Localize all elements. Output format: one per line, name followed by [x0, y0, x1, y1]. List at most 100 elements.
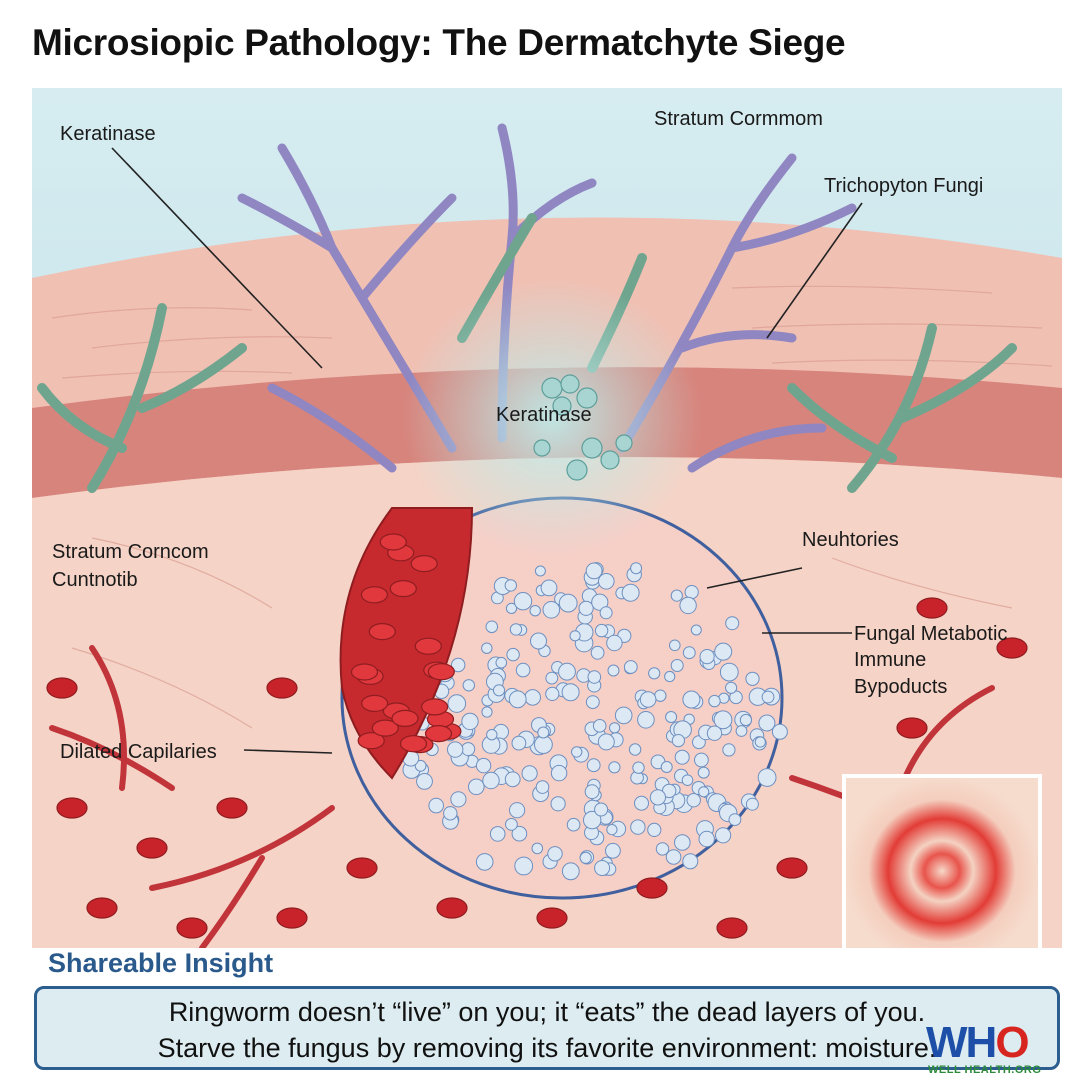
who-logo: WHO WELL HEALTH.ORG	[926, 1018, 1076, 1078]
immune-cell	[686, 793, 701, 808]
red-blood-cell	[346, 857, 378, 879]
immune-cell	[592, 719, 607, 733]
immune-cell	[682, 690, 701, 709]
logo-letter-o: O	[995, 1018, 1029, 1067]
immune-cell	[531, 842, 544, 855]
immune-cell	[719, 662, 739, 682]
immune-cell	[537, 726, 550, 739]
logo-letter-w: W	[926, 1018, 968, 1067]
immune-cell	[509, 802, 526, 819]
red-blood-cell	[136, 837, 168, 859]
immune-cell	[655, 842, 670, 856]
immune-cell	[621, 583, 640, 602]
immune-cell	[761, 690, 775, 704]
neutrophil-cluster	[402, 562, 788, 881]
immune-cell	[682, 646, 696, 660]
immune-cell	[614, 706, 633, 725]
immune-cell	[529, 605, 541, 617]
immune-cell	[535, 780, 550, 794]
label-keratinase-top: Keratinase	[60, 123, 156, 145]
immune-cell	[475, 853, 494, 871]
immune-cell	[578, 600, 594, 616]
immune-cell	[461, 712, 479, 731]
immune-cell	[708, 694, 721, 708]
immune-cell	[482, 771, 500, 790]
keratinase-spores	[533, 374, 633, 481]
immune-cell	[485, 620, 499, 634]
immune-cell	[558, 593, 578, 613]
immune-cell	[745, 797, 759, 811]
label-stratum-top: Stratum Cormmom	[654, 108, 823, 130]
immune-cell	[585, 695, 600, 709]
immune-cell	[715, 827, 732, 844]
immune-cell	[590, 645, 605, 660]
immune-cell	[698, 786, 710, 798]
immune-cell	[664, 670, 676, 683]
insight-box: Ringworm doesn’t “live” on you; it “eats…	[34, 986, 1060, 1070]
immune-cell	[690, 624, 702, 636]
immune-cell	[609, 722, 621, 734]
red-blood-cell	[350, 663, 379, 681]
immune-cell	[534, 565, 546, 577]
red-blood-cell	[46, 677, 78, 699]
immune-cell	[594, 860, 611, 876]
red-blood-cell	[421, 698, 449, 716]
immune-cell	[698, 830, 715, 848]
immune-cell	[542, 601, 561, 619]
immune-cell	[481, 706, 493, 718]
immune-cell	[725, 616, 740, 631]
immune-cell	[637, 711, 655, 729]
immune-cell	[670, 589, 683, 602]
logo-tagline: WELL HEALTH.ORG	[928, 1064, 1042, 1076]
immune-cell	[714, 642, 733, 661]
fungal-hyphae-green	[37, 213, 1017, 493]
label-byproducts-1: Fungal Metabotic	[854, 623, 1007, 645]
red-blood-cell	[716, 917, 748, 939]
immune-cell	[623, 660, 638, 674]
immune-cell	[561, 862, 580, 881]
immune-cell	[674, 749, 690, 765]
insight-line-2: Starve the fungus by removing its favori…	[157, 1033, 937, 1063]
red-blood-cell	[176, 917, 208, 939]
immune-cell	[660, 761, 673, 773]
insight-heading: Shareable Insight	[48, 948, 274, 978]
red-blood-cell	[368, 622, 396, 641]
red-blood-cell	[379, 533, 407, 551]
immune-cell	[634, 795, 649, 811]
immune-cell	[594, 623, 609, 638]
immune-cell	[475, 757, 492, 774]
immune-cell	[447, 741, 464, 758]
red-blood-cell	[266, 677, 298, 699]
red-blood-cell	[361, 694, 389, 713]
immune-cell	[606, 634, 623, 652]
vessel-red-blood-cells	[350, 533, 462, 754]
red-blood-cell	[360, 586, 388, 604]
immune-cell	[569, 630, 581, 642]
label-stratum-left-1: Stratum Corncom	[52, 541, 209, 563]
immune-cell	[584, 784, 600, 800]
immune-cell	[758, 714, 776, 732]
red-blood-cell	[389, 580, 417, 598]
immune-cell	[489, 826, 506, 842]
red-blood-cell	[399, 735, 428, 753]
immune-cell	[722, 743, 736, 757]
immune-cell	[728, 813, 742, 826]
immune-cell	[505, 602, 518, 615]
immune-cell	[481, 642, 493, 654]
insight-line-1: Ringworm doesn’t “live” on you; it “eats…	[168, 997, 926, 1027]
immune-cell	[587, 670, 602, 684]
immune-cell	[511, 735, 527, 751]
red-blood-cell	[427, 663, 455, 681]
label-neutrophils: Neuhtories	[802, 529, 899, 551]
pathology-illustration: Keratinase Stratum Cormmom Trichopyton F…	[32, 88, 1062, 948]
label-capillaries: Dilated Capilaries	[60, 741, 217, 763]
immune-cell	[647, 822, 662, 838]
immune-cell	[725, 681, 738, 694]
immune-cell	[447, 694, 467, 713]
ringworm-inset	[842, 774, 1042, 948]
red-blood-cell	[776, 857, 808, 879]
red-blood-cell	[536, 907, 568, 929]
immune-cell	[745, 671, 760, 686]
immune-cell	[757, 768, 777, 787]
immune-cell	[665, 711, 678, 723]
